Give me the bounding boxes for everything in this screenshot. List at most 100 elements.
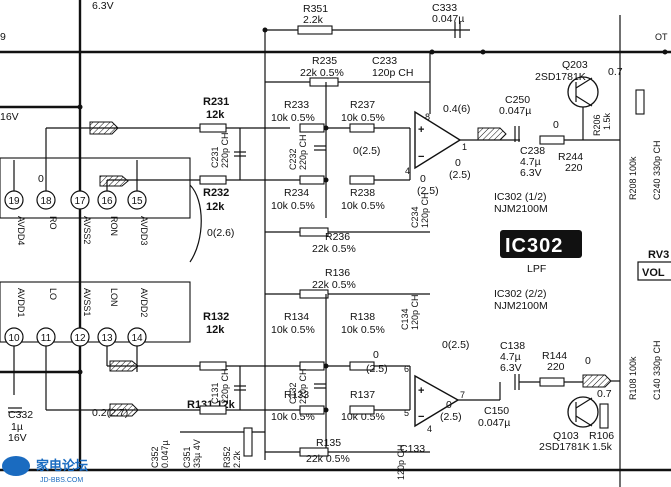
supply-voltage-label: 6.3V [92, 0, 114, 12]
svg-text:16: 16 [101, 196, 113, 207]
r132-ref: R132 [203, 311, 229, 323]
r136-ref: R136 [325, 267, 350, 279]
upper-opamp-pin8: 8 [425, 112, 430, 122]
r236-resistor [299, 227, 329, 237]
r132-value: 12k [206, 324, 225, 336]
pin-16: 16 RON [97, 190, 119, 236]
left-edge-label: 9 [0, 31, 6, 43]
svg-text:19: 19 [8, 196, 20, 207]
r233-value: 10k 0.5% [271, 112, 315, 124]
r135-value: 22k 0.5% [306, 453, 350, 465]
signal-arrow-out-upper [477, 127, 507, 141]
signal-arrow-lon [109, 360, 139, 372]
junction-dot [662, 49, 668, 55]
c232-ref: C232 [288, 148, 298, 170]
lower-opamp-minus: − [418, 411, 424, 423]
c231-value: 220p CH [220, 132, 230, 168]
c250-ref: C250 [505, 94, 530, 106]
lower-top-voltage: 0(2.5) [442, 339, 469, 351]
upper-bot-voltage: 0 [420, 173, 426, 185]
r238-resistor [349, 175, 375, 185]
connector-bottom-box [0, 281, 191, 343]
r134-ref: R134 [284, 311, 309, 323]
q203-collector [575, 77, 593, 89]
pin-12: 12 AVSS1 [70, 288, 92, 347]
left-bias-voltage: 0.2(2.7) [92, 407, 128, 419]
r233-ref: R233 [284, 99, 309, 111]
r237-value: 10k 0.5% [341, 112, 385, 124]
c234-ref: C234 [410, 206, 420, 228]
r138-value: 10k 0.5% [341, 324, 385, 336]
r352-ref: R352 [222, 446, 232, 468]
junction-dot [262, 27, 268, 33]
r108-label: R108 100k [628, 356, 638, 400]
r237-resistor [349, 123, 375, 133]
upper-opamp-part: NJM2100M [494, 203, 548, 215]
lower-opamp-plus: + [418, 385, 424, 397]
svg-text:AVSS2: AVSS2 [82, 216, 92, 244]
pin-18: 18 RO [36, 190, 58, 230]
q203-emitter [575, 95, 593, 107]
r231-ref: R231 [203, 96, 229, 108]
watermark-logo: 家电论坛 JD-BBS.COM [2, 456, 88, 484]
r144-value: 220 [547, 361, 565, 373]
lower-in-voltage2: (2.5) [366, 363, 388, 375]
pin-11: 11 LO [36, 288, 58, 347]
r106-value: 1.5k [592, 441, 613, 453]
pin18-voltage: 0 [38, 173, 44, 185]
junction-dot [323, 177, 329, 183]
lower-opamp-pin5: 5 [404, 408, 409, 418]
lower-opamp-part: NJM2100M [494, 300, 548, 312]
junction-dot [77, 104, 83, 110]
upper-opamp-supply-voltage: 0.4(6) [443, 103, 470, 115]
c150-value: 0.047µ [478, 417, 510, 429]
r351-value: 2.2k [303, 14, 324, 26]
junction-dot [323, 125, 329, 131]
upper-out-voltage2: (2.5) [449, 169, 471, 181]
r351-ref: R351 [303, 3, 328, 15]
upper-opamp-plus: + [418, 124, 424, 136]
upper-bot-voltage2: (2.5) [417, 185, 439, 197]
r232-ref: R232 [203, 187, 229, 199]
c332-value2: 16V [8, 432, 27, 444]
junction-dot [323, 363, 329, 369]
r235-resistor [309, 77, 339, 87]
r237-ref: R237 [350, 99, 375, 111]
pin-10: 10 AVDD1 [4, 288, 26, 347]
r234-ref: R234 [284, 187, 309, 199]
r238-ref: R238 [350, 187, 375, 199]
junction-dot [480, 49, 486, 55]
pin-14: 14 AVDD2 [127, 288, 149, 347]
lower-opamp-name: IC302 (2/2) [494, 288, 547, 300]
voltage-group-bracket [189, 184, 202, 263]
svg-text:11: 11 [41, 333, 52, 344]
connector-bottom-pins: 10 AVDD1 11 LO 12 AVSS1 13 LON 14 AVDD2 [4, 288, 149, 347]
ic302-title: IC302 [505, 235, 563, 257]
r238-value: 10k 0.5% [341, 200, 385, 212]
r144-resistor [539, 377, 565, 387]
lpf-label: LPF [527, 263, 546, 275]
rv-label: RV3 [648, 249, 669, 261]
r135-ref: R135 [316, 437, 341, 449]
r106-ref: R106 [589, 430, 614, 442]
signal-arrow-lo [109, 403, 139, 417]
c250-value: 0.047µ [499, 105, 531, 117]
watermark-badge-icon [2, 456, 30, 476]
svg-text:AVDD4: AVDD4 [16, 216, 26, 245]
r-right-upper [635, 89, 645, 115]
c238-ref: C238 [520, 145, 545, 157]
r235-ref: R235 [312, 55, 337, 67]
svg-text:AVDD3: AVDD3 [139, 216, 149, 245]
upper-opamp-name: IC302 (1/2) [494, 191, 547, 203]
svg-text:12: 12 [74, 333, 86, 344]
upper-out-voltage: 0 [455, 157, 461, 169]
r135-resistor [299, 447, 329, 457]
c233-ref: C233 [372, 55, 397, 67]
svg-text:10: 10 [8, 333, 20, 344]
r138-ref: R138 [350, 311, 375, 323]
lower-opamp-pin4: 4 [427, 424, 432, 434]
connector-top-box [0, 157, 191, 219]
c132-value: 220p CH [298, 368, 308, 404]
c133-ref: C133 [400, 443, 425, 455]
svg-text:AVDD2: AVDD2 [139, 288, 149, 317]
